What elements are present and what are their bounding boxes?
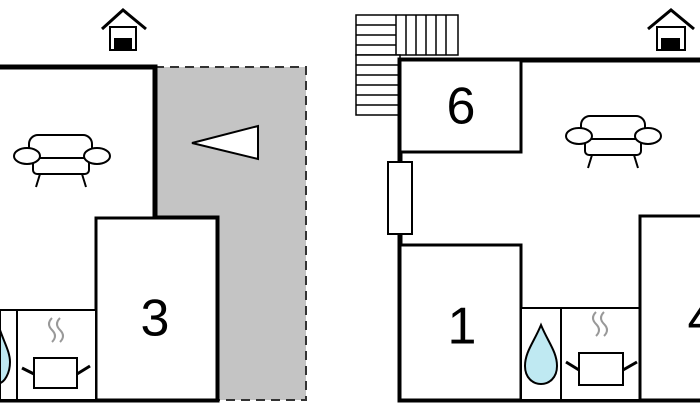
room-4-box <box>638 214 700 402</box>
right-floor: 6 1 4 <box>355 8 700 403</box>
left-floor: 3 <box>0 8 307 403</box>
room-6-number: 6 <box>447 78 476 136</box>
sofa-icon <box>13 134 111 188</box>
house-entrance-icon <box>647 8 695 51</box>
room-3-box <box>94 216 219 402</box>
terrace-dashed-border <box>155 66 307 401</box>
cooking-pot-icon <box>565 311 638 386</box>
room-6-box <box>398 58 523 154</box>
room-1-number: 1 <box>448 298 477 356</box>
water-drop-icon <box>523 322 559 386</box>
stairs-icon <box>355 14 459 116</box>
water-drop-icon <box>0 329 12 385</box>
house-entrance-icon <box>100 8 147 51</box>
room-1-box <box>398 243 523 402</box>
sofa-icon <box>565 115 662 169</box>
terrace-area <box>155 67 306 400</box>
direction-arrow-icon <box>191 124 259 161</box>
cooking-pot-icon <box>21 317 91 389</box>
window-icon <box>387 161 413 235</box>
room-3-number: 3 <box>141 290 170 348</box>
room-4-number: 4 <box>688 290 700 348</box>
